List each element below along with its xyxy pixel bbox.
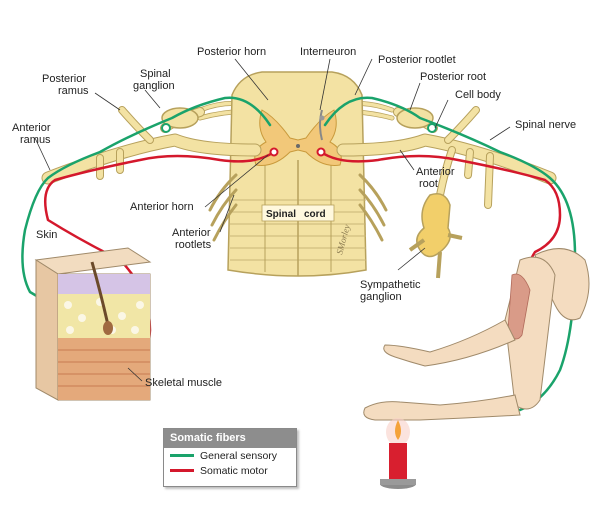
label-spinal-cord-b: cord bbox=[304, 209, 326, 220]
legend-item-sensory: General sensory bbox=[164, 448, 296, 463]
label-sympathetic-ganglion-2: ganglion bbox=[360, 291, 402, 303]
label-anterior-rootlets-2: rootlets bbox=[175, 239, 212, 251]
label-posterior-ramus-2: ramus bbox=[58, 85, 89, 97]
legend: Somatic fibers General sensory Somatic m… bbox=[163, 428, 297, 487]
hair-follicle bbox=[90, 261, 110, 326]
label-interneuron: Interneuron bbox=[300, 46, 356, 58]
sensory-fibers bbox=[21, 96, 577, 412]
right-sensory-cell-body bbox=[427, 123, 437, 133]
legend-item-motor: Somatic motor bbox=[164, 463, 296, 478]
label-spinal-ganglion-2: ganglion bbox=[133, 80, 175, 92]
right-spinal-ganglion bbox=[396, 107, 434, 129]
left-sensory-cell-body bbox=[161, 123, 171, 133]
label-spinal-nerve: Spinal nerve bbox=[515, 119, 576, 131]
label-cell-body: Cell body bbox=[455, 89, 501, 101]
skin-block bbox=[34, 247, 152, 401]
label-posterior-ramus-1: Posterior bbox=[42, 73, 86, 85]
label-posterior-root: Posterior root bbox=[420, 71, 486, 83]
label-anterior-root-2: root bbox=[419, 178, 438, 190]
label-spinal-ganglion-1: Spinal bbox=[140, 68, 171, 80]
legend-title: Somatic fibers bbox=[164, 429, 296, 448]
legend-swatch-sensory bbox=[170, 454, 194, 457]
label-posterior-rootlet: Posterior rootlet bbox=[378, 54, 456, 66]
label-anterior-ramus-1: Anterior bbox=[12, 122, 51, 134]
label-sympathetic-ganglion-1: Sympathetic bbox=[360, 279, 421, 291]
label-anterior-root-1: Anterior bbox=[416, 166, 455, 178]
sympathetic-ganglion bbox=[416, 193, 451, 258]
label-spinal-cord-a: Spinal bbox=[266, 209, 296, 220]
legend-swatch-motor bbox=[170, 469, 194, 472]
label-skeletal-muscle: Skeletal muscle bbox=[145, 377, 222, 389]
right-motor-cell-body bbox=[316, 147, 326, 157]
label-skin: Skin bbox=[36, 229, 57, 241]
legend-label-motor: Somatic motor bbox=[200, 464, 268, 477]
candle-icon bbox=[380, 418, 416, 489]
label-anterior-horn: Anterior horn bbox=[130, 201, 194, 213]
label-anterior-rootlets-1: Anterior bbox=[172, 227, 211, 239]
legend-label-sensory: General sensory bbox=[200, 449, 278, 462]
arm-illustration bbox=[363, 248, 590, 421]
label-anterior-ramus-2: ramus bbox=[20, 134, 51, 146]
left-spinal-ganglion bbox=[161, 107, 199, 129]
label-posterior-horn: Posterior horn bbox=[197, 46, 266, 58]
spinal-cord bbox=[197, 71, 395, 277]
left-motor-cell-body bbox=[269, 147, 279, 157]
